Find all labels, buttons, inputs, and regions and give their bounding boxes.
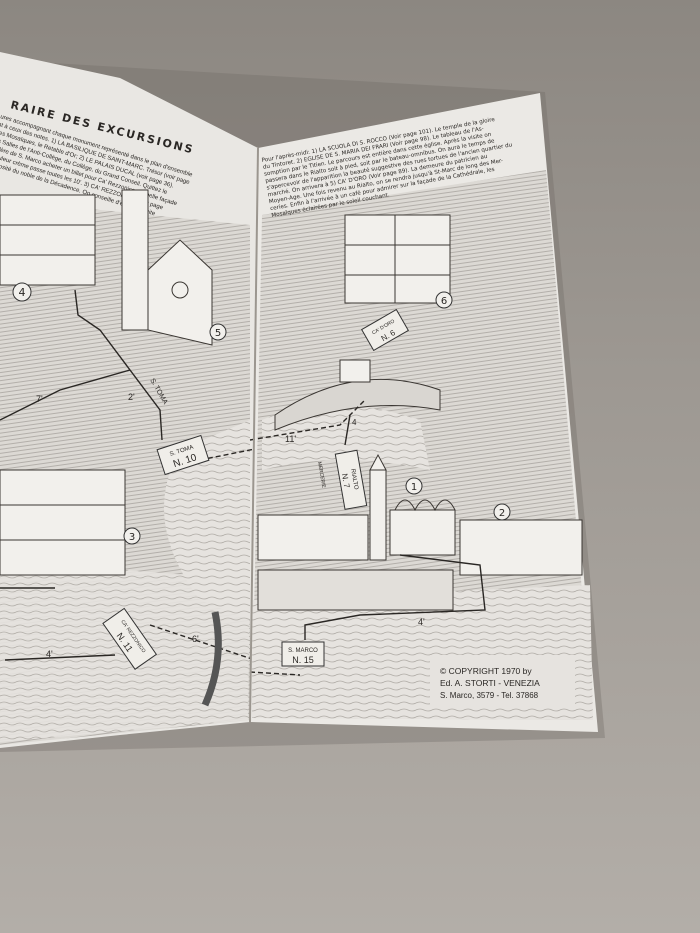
marker-3-label: 3 [129, 532, 135, 543]
stop-number: N. 15 [292, 655, 314, 665]
copyright-line: Ed. A. STORTI - VENEZIA [440, 678, 540, 688]
marker-4 [12, 282, 32, 302]
route-label: 2' [128, 392, 135, 402]
route-label: 11' [285, 434, 296, 444]
column-illustration [201, 611, 222, 707]
ca-rezzonico-illustration [0, 469, 126, 576]
rialto-bridge-illustration [274, 359, 441, 431]
marker-2-label: 2 [499, 508, 505, 519]
stop-sign-ca-rezzonico: CA' REZZONICO N. 11 [102, 607, 158, 670]
marker-4-label: 4 [19, 286, 26, 299]
left-page: RAIRE DES EXCURSIONS ures accompagnant c… [0, 52, 301, 748]
route-lines-right [249, 399, 486, 676]
marker-3 [123, 527, 141, 545]
marker-5 [209, 323, 227, 341]
copyright-box: © COPYRIGHT 1970 by Ed. A. STORTI - VENE… [430, 655, 575, 705]
frari-church-illustration [121, 189, 213, 346]
marker-6 [435, 291, 453, 309]
route-label: 4 [352, 418, 357, 427]
marker-1 [405, 477, 423, 495]
marker-6-label: 6 [441, 296, 447, 307]
route-label: 4' [46, 649, 53, 659]
marker-5-label: 5 [215, 328, 221, 339]
route-label: 4' [418, 617, 425, 627]
marker-2 [493, 503, 511, 521]
stop-number: N. 7 [340, 473, 352, 490]
stop-sign-rialto: RIALTO N. 7 [334, 449, 368, 510]
route-label: 6' [192, 634, 199, 644]
ca-doro-illustration [344, 214, 451, 304]
stop-name: S. MARCO [288, 648, 318, 654]
stop-name: RIALTO [349, 468, 359, 490]
street-label: MERCERIE [316, 461, 327, 489]
route-label: 7' [36, 394, 43, 404]
stop-sign-s-toma: S. TOMA N. 10 [156, 434, 210, 476]
palazzo-illustration [0, 194, 96, 286]
copyright-line: S. Marco, 3579 - Tel. 37868 [440, 691, 539, 700]
right-page: Pour l'après-midi: 1) LA SCUOLA DI S. RO… [249, 93, 598, 732]
booklet-spine [249, 147, 259, 723]
stop-sign-ca-doro: CA' D'ORO N. 6 [360, 308, 410, 352]
san-marco-illustration [257, 453, 583, 611]
marker-1-label: 1 [411, 482, 417, 493]
stop-sign-s-marco: S. MARCO N. 15 [281, 641, 325, 667]
copyright-line: © COPYRIGHT 1970 by [440, 666, 532, 676]
